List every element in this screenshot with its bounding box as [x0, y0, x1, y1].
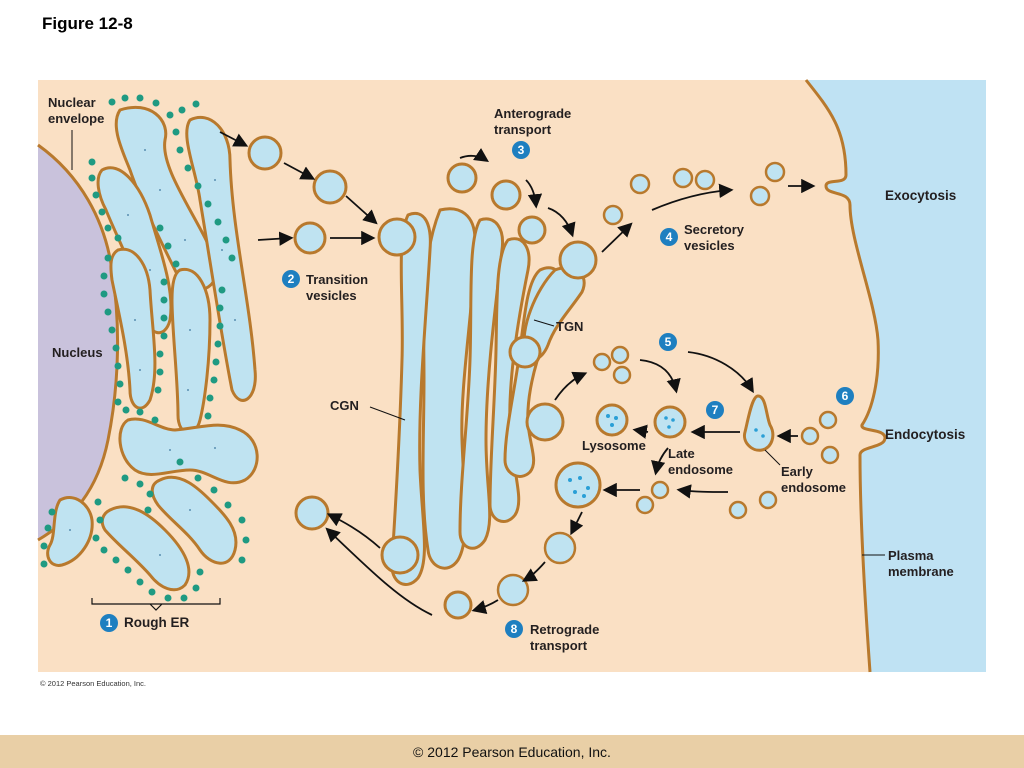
golgi-stack [390, 207, 586, 586]
label-nuclear-envelope: Nuclear envelope [48, 95, 105, 126]
label-secretory-vesicles: Secretory vesicles [684, 222, 744, 253]
transport-arrows [219, 131, 816, 616]
rough-er [46, 105, 259, 592]
leader-cgn [369, 406, 406, 421]
label-retrograde: Retrograde transport [530, 622, 600, 653]
vesicle-cargo [568, 414, 765, 498]
step-7-badge: 7 [706, 401, 724, 419]
secretory-vesicles [602, 161, 786, 226]
leader-early-endosome [764, 449, 781, 466]
label-endocytosis: Endocytosis [885, 427, 966, 442]
footer-copyright: © 2012 Pearson Education, Inc. [413, 744, 611, 760]
label-rough-er: Rough ER [124, 615, 190, 630]
label-tgn: TGN [556, 319, 584, 334]
lysosome-shape [595, 403, 629, 437]
label-anterograde: Anterograde transport [494, 106, 572, 137]
early-endosome-shape [742, 394, 775, 452]
transition-vesicles [247, 135, 417, 531]
late-endosome-shape [653, 405, 687, 439]
step-2-badge: 2 [282, 270, 300, 288]
step-5-badge: 5 [659, 333, 677, 351]
label-cgn: CGN [330, 398, 359, 413]
step-8-badge: 8 [505, 620, 523, 638]
er-lumen-dots [69, 149, 236, 556]
extracellular-space [806, 80, 986, 672]
step-4-badge: 4 [660, 228, 678, 246]
endocytic-vesicles [496, 345, 840, 607]
leader-tgn [533, 319, 555, 327]
golgi-vesicles [380, 162, 602, 620]
label-plasma-membrane: Plasma membrane [888, 548, 954, 579]
step-3-badge: 3 [512, 141, 530, 159]
label-early-endosome: Early endosome [781, 464, 847, 495]
label-lysosome: Lysosome [582, 438, 646, 453]
label-nucleus: Nucleus [52, 345, 103, 360]
step-6-badge: 6 [836, 387, 854, 405]
label-late-endosome: Late endosome [668, 446, 734, 477]
ribosomes [40, 94, 250, 602]
step-1-badge: 1 [100, 614, 118, 632]
rough-er-bracket [91, 598, 221, 611]
plasma-membrane [804, 79, 887, 673]
figure-copyright: © 2012 Pearson Education, Inc. [40, 679, 147, 688]
label-transition-vesicles: Transition vesicles [306, 272, 369, 303]
nucleus-shape [38, 145, 118, 540]
cell-diagram [37, 79, 986, 673]
slide-footer: © 2012 Pearson Education, Inc. [0, 735, 1024, 768]
figure-title: Figure 12-8 [42, 14, 133, 33]
label-exocytosis: Exocytosis [885, 188, 957, 203]
